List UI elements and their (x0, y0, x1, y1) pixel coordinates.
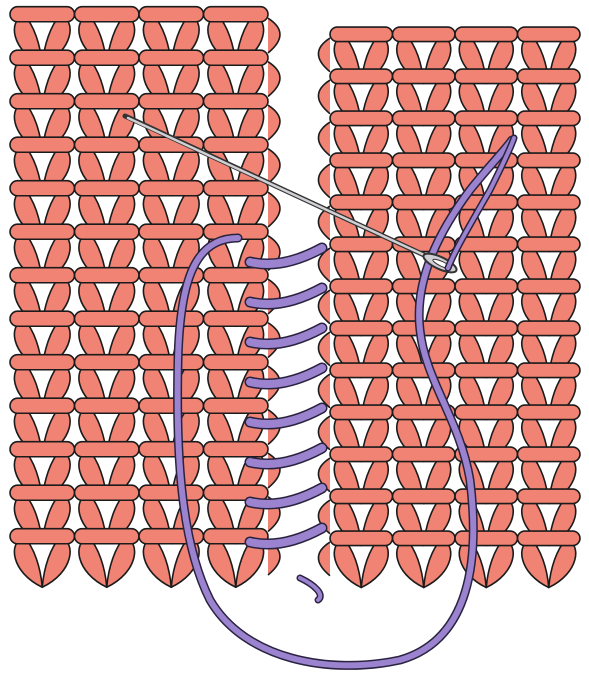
left-edge-loop-4 (268, 192, 280, 227)
left-edge-loop-2 (268, 105, 280, 140)
right-edge-loop-1 (318, 80, 330, 114)
right-edge-loop-3 (318, 164, 330, 198)
right-edge-loop-0 (318, 38, 330, 72)
left-knit-panel (6, 7, 280, 588)
right-knit-panel (318, 27, 584, 588)
right-edge-loop-8 (318, 374, 330, 408)
right-edge-loop-7 (318, 332, 330, 366)
right-edge-loop-12 (318, 542, 330, 576)
right-edge-loop-2 (318, 122, 330, 156)
left-edge-loop-3 (268, 149, 280, 184)
left-edge-loop-1 (268, 62, 280, 97)
left-edge-loop-0 (268, 18, 280, 53)
seam-bridges (250, 248, 322, 600)
